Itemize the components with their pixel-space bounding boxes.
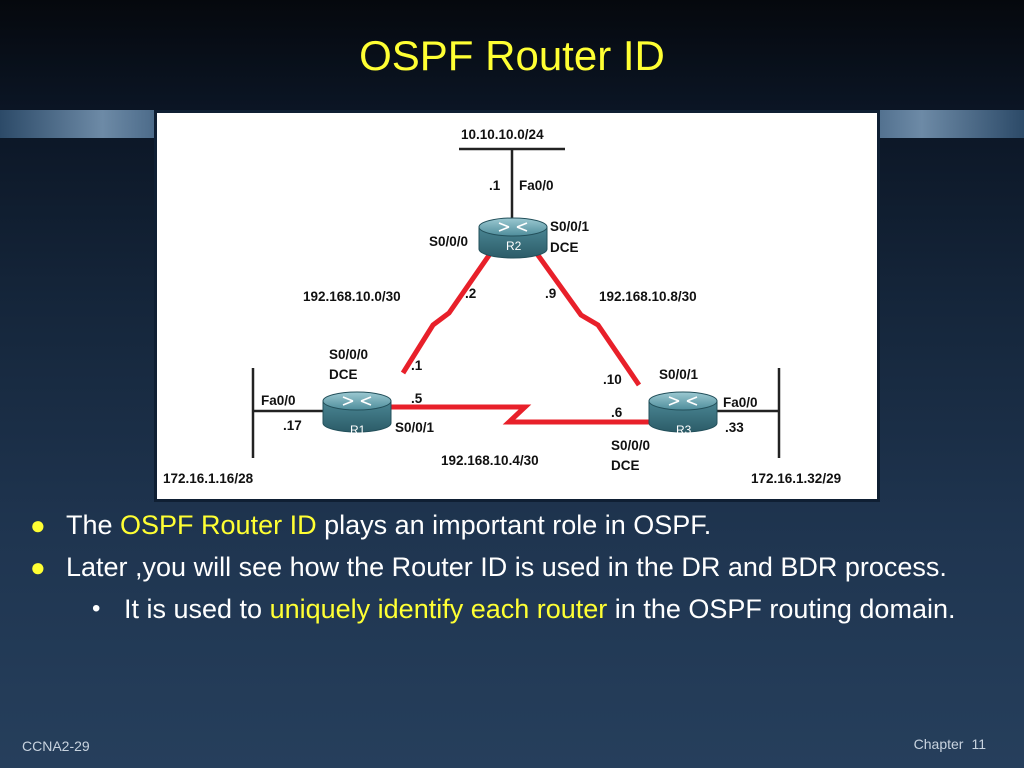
net-r2-r3: 192.168.10.8/30 (599, 289, 697, 304)
router-r2[interactable]: R2 (478, 217, 548, 259)
bullet-item: ● Later ,you will see how the Router ID … (30, 550, 990, 584)
topology-svg: R2 R1 R3 10.10.10.0/24 .1 Fa0/0 S0/0/ (163, 127, 841, 486)
serial-link-r1-r3 (367, 404, 677, 425)
slide-title: OSPF Router ID (359, 32, 665, 79)
r3-left-host: .6 (611, 405, 623, 420)
router-r1-label: R1 (350, 423, 366, 437)
r2-s001-port: S0/0/1 (550, 219, 590, 234)
r1-fa-host: .17 (283, 418, 302, 433)
net-r1-r2: 192.168.10.0/30 (303, 289, 401, 304)
bullet-1-post: plays an important role in OSPF. (316, 510, 712, 540)
r3-s001-port: S0/0/1 (659, 367, 699, 382)
footer-page-number: 11 (971, 736, 986, 752)
bullet-1-pre: The (66, 510, 121, 540)
router-arrows-icon (498, 222, 528, 232)
r1-right-host: .5 (411, 391, 423, 406)
r1-dce-label: DCE (329, 367, 358, 382)
r2-right-host: .9 (545, 286, 556, 301)
r2-left-host: .2 (465, 286, 476, 301)
sub-bullet-post: in the OSPF routing domain. (607, 594, 956, 624)
bullet-item: ● The OSPF Router ID plays an important … (30, 508, 990, 542)
sub-bullet-item: • It is used to uniquely identify each r… (30, 592, 990, 626)
serial-link-r2-r3 (532, 249, 642, 387)
sub-bullet-highlight: uniquely identify each router (269, 594, 608, 624)
router-r2-label: R2 (506, 239, 522, 253)
r1-up-host: .1 (411, 358, 423, 373)
bullet-dot-icon: ● (30, 552, 46, 582)
r3-dce-label: DCE (611, 458, 640, 473)
footer-course: CCNA2-29 (22, 738, 90, 754)
r2-s000-port: S0/0/0 (429, 234, 468, 249)
r3-up-host: .10 (603, 372, 622, 387)
sub-bullet-dot-icon: • (92, 595, 101, 622)
r3-fa-host: .33 (725, 420, 744, 435)
r1-fa-port: Fa0/0 (261, 393, 296, 408)
router-arrows-icon (342, 396, 372, 406)
r3-s000-port: S0/0/0 (611, 438, 650, 453)
net-r1-r3: 192.168.10.4/30 (441, 453, 539, 468)
bullet-2-text: Later ,you will see how the Router ID is… (66, 552, 947, 582)
r2-dce-label: DCE (550, 240, 579, 255)
net-left-lan: 172.16.1.16/28 (163, 471, 254, 486)
net-top-lan: 10.10.10.0/24 (461, 127, 544, 142)
network-diagram: R2 R1 R3 10.10.10.0/24 .1 Fa0/0 S0/0/ (154, 110, 880, 502)
r1-s000-port: S0/0/0 (329, 347, 368, 362)
r1-s001-port: S0/0/1 (395, 420, 435, 435)
footer-chapter-label: Chapter (913, 736, 964, 752)
net-right-lan: 172.16.1.32/29 (751, 471, 841, 486)
r2-fa-port: Fa0/0 (519, 178, 554, 193)
footer-chapter: Chapter 11 (906, 736, 986, 752)
router-r3-label: R3 (676, 423, 692, 437)
r3-fa-port: Fa0/0 (723, 395, 758, 410)
bullet-list: ● The OSPF Router ID plays an important … (30, 508, 990, 626)
bullet-1-highlight: OSPF Router ID (120, 510, 317, 540)
router-arrows-icon (668, 396, 698, 406)
bullet-dot-icon: ● (30, 510, 46, 540)
serial-link-r1-r2 (400, 249, 495, 375)
r2-fa-host: .1 (489, 178, 501, 193)
router-r3[interactable]: R3 (648, 391, 718, 437)
sub-bullet-pre: It is used to (124, 594, 270, 624)
router-r1[interactable]: R1 (322, 391, 392, 437)
